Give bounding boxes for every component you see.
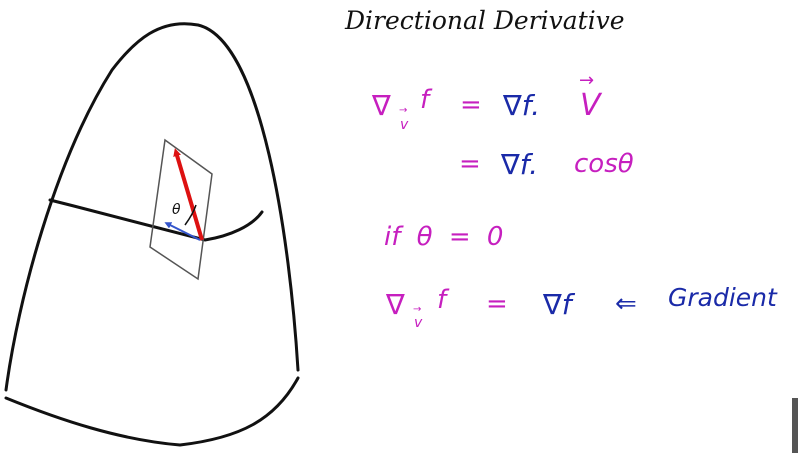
eq1-sub-arrow: → (399, 105, 407, 116)
equation-line-2: = ∇f. cosθ (459, 148, 634, 181)
eq1-sub-v: v (400, 117, 409, 133)
direction-vector-arrow (164, 222, 201, 241)
tangent-plane-parallelogram (149, 138, 213, 281)
eq4-equals: = (486, 289, 508, 319)
eq1-nabla: ∇ (371, 89, 391, 122)
tangent-plane (149, 138, 213, 281)
eq2-cos: cosθ (574, 149, 634, 179)
eq1-v: V (580, 88, 603, 123)
surface-outline (4, 22, 300, 392)
board-edge-strip (792, 398, 798, 453)
eq4-sub-arrow: → (413, 304, 421, 315)
equation-line-4: ∇ → v f = ∇f ⇐ Gradient (385, 283, 778, 331)
gradient-vector-arrow (173, 148, 204, 241)
page-title: Directional Derivative (344, 6, 625, 35)
eq4-gradient-label: Gradient (668, 283, 778, 312)
eq4-nabla: ∇ (385, 288, 405, 321)
equation-line-1: ∇ → v f = ∇f. → V (371, 70, 603, 133)
eq4-f: f (437, 285, 450, 315)
eq1-f: f (420, 85, 433, 115)
eq1-gradient: ∇f. (502, 89, 540, 122)
eq4-sub-v: v (414, 315, 423, 331)
eq4-implied-arrow: ⇐ (615, 289, 637, 319)
eq4-gradient: ∇f (542, 288, 576, 321)
eq3-condition: if θ = 0 (384, 222, 503, 252)
surface-bottom-edge (4, 376, 300, 447)
eq1-equals: = (460, 90, 482, 120)
eq1-v-arrow: → (579, 70, 594, 91)
eq2-gradient: ∇f. (500, 148, 538, 181)
eq2-equals: = (459, 149, 481, 179)
theta-label: θ (172, 202, 181, 218)
angle-arc (184, 204, 197, 226)
